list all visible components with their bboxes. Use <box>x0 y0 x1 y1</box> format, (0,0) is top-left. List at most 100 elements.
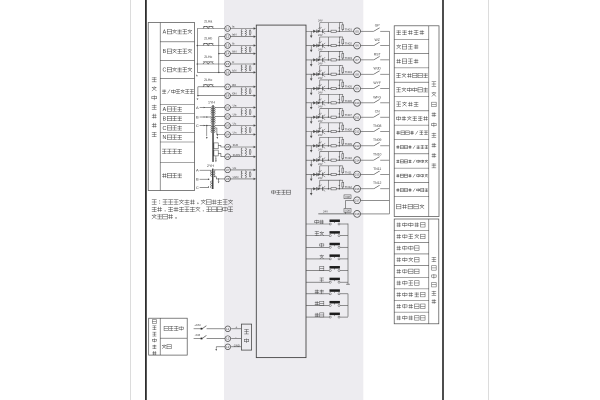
svg-text:TN07: TN07 <box>345 113 353 117</box>
svg-text:C: C <box>196 123 199 128</box>
svg-text:3U0N: 3U0N <box>233 153 241 157</box>
svg-text:07: 07 <box>355 58 359 62</box>
svg-text:TN01: TN01 <box>345 27 353 31</box>
svg-text:24V: 24V <box>318 148 323 152</box>
svg-text:Ic: Ic <box>232 60 235 64</box>
svg-text:TN11: TN11 <box>373 167 381 171</box>
svg-text:11: 11 <box>226 27 229 31</box>
svg-text:A: A <box>163 30 167 36</box>
svg-text:24V: 24V <box>318 119 323 123</box>
svg-text:24V: 24V <box>318 47 323 51</box>
svg-text:WFG: WFG <box>373 95 381 99</box>
svg-text:B: B <box>196 177 199 182</box>
svg-text:U1: U1 <box>226 106 230 110</box>
svg-text:IbN: IbN <box>232 50 237 54</box>
svg-text:TN10: TN10 <box>373 153 381 157</box>
svg-text:GP: GP <box>375 24 381 28</box>
svg-text:2LHo: 2LHo <box>204 78 212 82</box>
svg-text:CN: CN <box>375 110 380 114</box>
svg-text:014: 014 <box>355 158 360 162</box>
svg-text:TN02: TN02 <box>345 42 353 46</box>
svg-text:24V: 24V <box>318 33 323 37</box>
svg-text:TN08: TN08 <box>345 128 353 132</box>
svg-text:U5: U5 <box>226 145 230 149</box>
svg-text:TN04: TN04 <box>345 70 353 74</box>
svg-text:L2: L2 <box>226 337 230 341</box>
svg-text:WYF: WYF <box>373 81 381 85</box>
svg-text:05: 05 <box>355 29 359 33</box>
svg-text:24V: 24V <box>318 176 323 180</box>
svg-text:011: 011 <box>355 115 360 119</box>
svg-text:+: + <box>235 325 237 329</box>
svg-text:24V: 24V <box>318 162 323 166</box>
svg-text:+KM: +KM <box>194 323 201 327</box>
svg-text:U3: U3 <box>226 124 230 128</box>
svg-text:A: A <box>196 105 199 110</box>
svg-text:18: 18 <box>226 94 230 98</box>
svg-text:015: 015 <box>355 173 360 177</box>
svg-text:1YH: 1YH <box>208 101 215 105</box>
svg-text:24V: 24V <box>318 76 323 80</box>
svg-text:TN05: TN05 <box>345 85 353 89</box>
svg-text:IaN: IaN <box>232 33 237 37</box>
svg-text:2YH: 2YH <box>207 164 214 168</box>
svg-text:*: * <box>196 75 198 81</box>
svg-text:24V: 24V <box>318 90 323 94</box>
svg-text:TN06: TN06 <box>345 99 353 103</box>
svg-text:A: A <box>163 107 167 113</box>
svg-text:TN11: TN11 <box>345 170 352 174</box>
svg-text:L1: L1 <box>226 327 230 331</box>
svg-text:C: C <box>162 68 166 74</box>
svg-text:UxN: UxN <box>233 175 239 179</box>
svg-text:A: A <box>196 168 199 173</box>
svg-text:U7: U7 <box>226 168 230 172</box>
svg-text:TN09: TN09 <box>373 138 381 142</box>
svg-text:017: 017 <box>355 198 360 202</box>
svg-text:3U0: 3U0 <box>233 143 239 147</box>
svg-text:Ua: Ua <box>233 104 237 108</box>
svg-text:2LHa: 2LHa <box>204 20 212 24</box>
svg-text:WZ: WZ <box>375 38 380 42</box>
svg-text:GND: GND <box>234 343 240 347</box>
svg-text:012: 012 <box>355 130 360 134</box>
svg-text:24V: 24V <box>318 62 323 66</box>
svg-text:B: B <box>163 49 167 55</box>
svg-text:24V: 24V <box>318 105 323 109</box>
svg-text:13: 13 <box>226 44 230 48</box>
svg-text:2LHb: 2LHb <box>204 37 212 41</box>
svg-text:TN12: TN12 <box>373 181 381 185</box>
svg-text:24V: 24V <box>318 19 323 23</box>
svg-text:Ib: Ib <box>232 42 235 46</box>
svg-text:010: 010 <box>355 101 360 105</box>
svg-text:X08: X08 <box>345 195 350 199</box>
svg-text:TN12: TN12 <box>345 185 353 189</box>
svg-text:Ub: Ub <box>233 113 237 117</box>
svg-text:3I0: 3I0 <box>232 83 237 87</box>
svg-text:Ia: Ia <box>232 25 235 29</box>
svg-text:09: 09 <box>355 87 359 91</box>
svg-text:14: 14 <box>226 52 230 56</box>
svg-text:RST: RST <box>374 52 381 56</box>
svg-text:IcN: IcN <box>232 69 237 73</box>
svg-text:C: C <box>162 126 166 132</box>
svg-text:24V: 24V <box>318 133 323 137</box>
svg-text:08: 08 <box>355 72 359 76</box>
svg-text:B: B <box>163 116 167 122</box>
svg-text:L3: L3 <box>226 345 230 349</box>
svg-text:B: B <box>196 114 199 119</box>
svg-text:06: 06 <box>355 44 359 48</box>
svg-text:U8: U8 <box>226 177 230 181</box>
svg-text:TN10: TN10 <box>345 156 353 160</box>
svg-text:12: 12 <box>226 35 230 39</box>
svg-text:X08: X08 <box>345 209 350 213</box>
svg-text:I0N: I0N <box>232 92 237 96</box>
svg-text:17: 17 <box>226 85 230 89</box>
svg-text:Uc: Uc <box>233 122 237 126</box>
svg-text:018: 018 <box>355 212 360 216</box>
svg-text:U6: U6 <box>226 155 230 159</box>
svg-text:Un: Un <box>233 131 237 135</box>
svg-text:-KM: -KM <box>195 333 201 337</box>
svg-text:15: 15 <box>226 62 230 66</box>
svg-text:2LHc: 2LHc <box>204 55 212 59</box>
svg-text:TN03: TN03 <box>345 56 353 60</box>
